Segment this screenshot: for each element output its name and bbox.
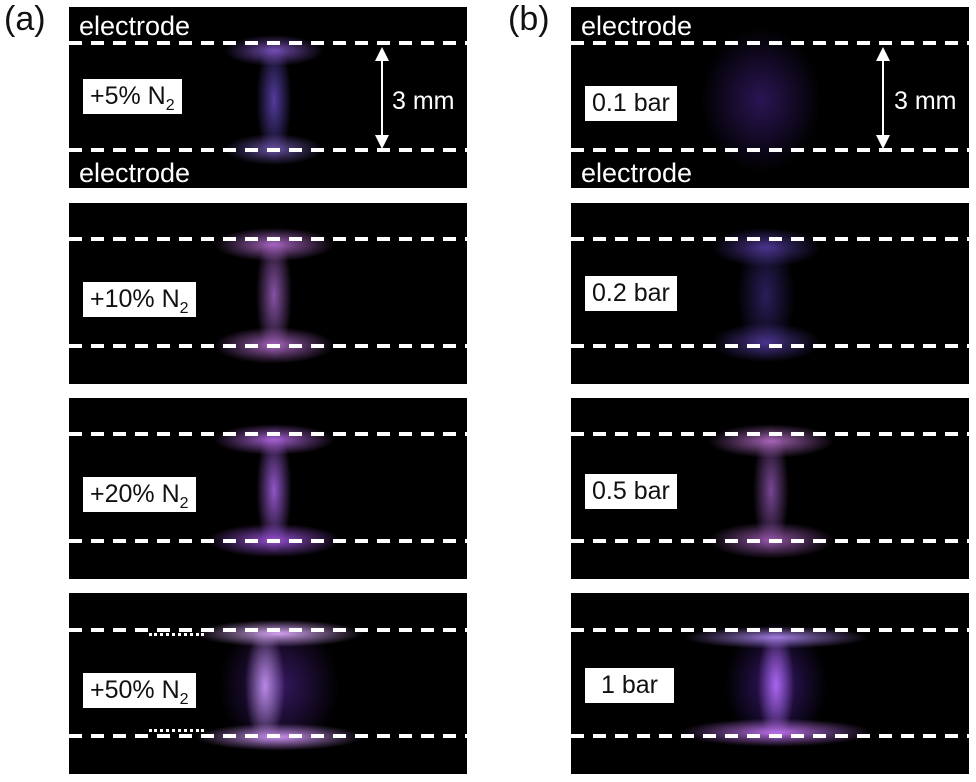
plasma-glow	[179, 611, 379, 761]
panel-a1: electrode +5% N2 3 mm electrode	[69, 7, 467, 188]
electrode-bottom-line	[69, 539, 467, 543]
electrode-top-line	[571, 628, 969, 632]
electrode-bottom-line	[571, 539, 969, 543]
condition-label: 0.5 bar	[585, 474, 677, 509]
electrode-top-line	[69, 432, 467, 436]
panel-a4: +50% N2	[69, 593, 467, 774]
electrode-top-line	[571, 432, 969, 436]
electrode-bottom-line	[571, 734, 969, 738]
electrode-top-label: electrode	[581, 11, 693, 41]
panel-a2: +10% N2	[69, 203, 467, 384]
condition-label: 0.1 bar	[585, 86, 677, 121]
condition-label: +5% N2	[83, 79, 182, 114]
condition-label: +20% N2	[83, 477, 196, 512]
panel-b3: 0.5 bar	[571, 398, 969, 579]
condition-label: 0.2 bar	[585, 276, 677, 311]
electrode-top-line	[571, 237, 969, 241]
electrode-bottom-label: electrode	[581, 158, 693, 188]
condition-label: +10% N2	[83, 282, 196, 317]
gap-label: 3 mm	[392, 87, 455, 115]
plasma-glow	[686, 25, 836, 175]
electrode-bottom-line	[69, 734, 467, 738]
electrode-bottom-line	[571, 148, 969, 152]
gap-arrow	[876, 47, 890, 149]
electrode-bottom-label: electrode	[79, 158, 191, 188]
condition-label: 1 bar	[585, 668, 674, 703]
electrode-top-label: electrode	[79, 11, 191, 41]
electrode-top-line	[69, 237, 467, 241]
gap-arrow	[375, 47, 389, 149]
column-b-label: (b)	[508, 0, 550, 38]
condition-label: +50% N2	[83, 673, 196, 708]
panel-a3: +20% N2	[69, 398, 467, 579]
electrode-bottom-line	[69, 344, 467, 348]
dotted-arrow-bottom	[149, 729, 204, 732]
electrode-top-line	[69, 628, 467, 632]
column-a-label: (a)	[4, 0, 46, 38]
panel-b2: 0.2 bar	[571, 203, 969, 384]
dotted-arrow-top	[149, 633, 204, 636]
plasma-glow	[219, 35, 329, 165]
electrode-bottom-line	[571, 344, 969, 348]
gap-label: 3 mm	[894, 87, 957, 115]
electrode-bottom-line	[69, 148, 467, 152]
electrode-top-line	[69, 41, 467, 45]
electrode-top-line	[571, 41, 969, 45]
panel-b1: electrode 0.1 bar 3 mm electrode	[571, 7, 969, 188]
panel-b4: 1 bar	[571, 593, 969, 774]
